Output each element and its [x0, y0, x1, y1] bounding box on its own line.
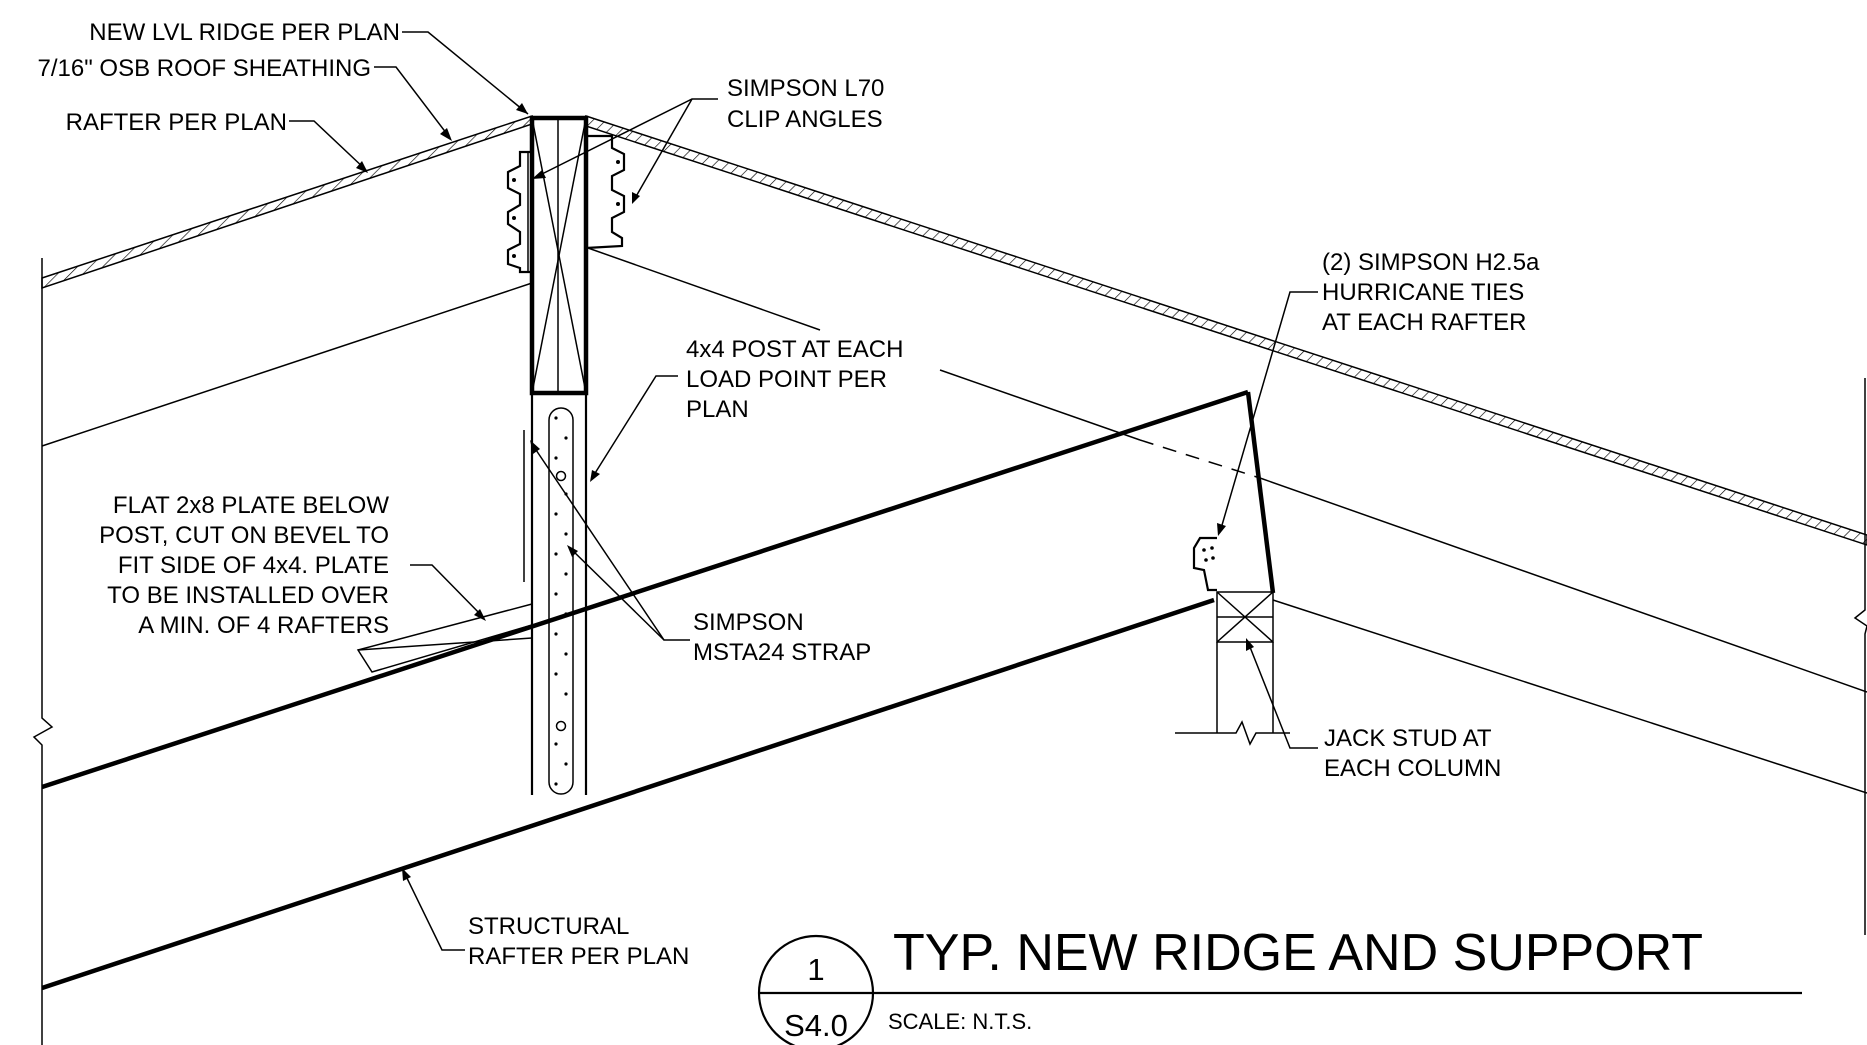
label-ridge: NEW LVL RIDGE PER PLAN: [89, 19, 400, 46]
label-jack-2: EACH COLUMN: [1324, 755, 1501, 782]
label-post-2: LOAD POINT PER: [686, 366, 887, 393]
l70-clip-angle-left: [506, 150, 532, 274]
h25a-hurricane-tie: [1192, 536, 1217, 592]
label-post-1: 4x4 POST AT EACH: [686, 336, 903, 363]
label-strap-1: SIMPSON: [693, 609, 804, 636]
label-plate-3: FIT SIDE OF 4x4. PLATE: [118, 552, 389, 579]
leader-sheathing: [374, 66, 452, 141]
detail-number: 1: [807, 952, 824, 987]
label-sheathing: 7/16" OSB ROOF SHEATHING: [38, 55, 371, 82]
post-4x4: [523, 393, 588, 795]
left-roof-sheathing: [41, 114, 533, 290]
label-struct-2: RAFTER PER PLAN: [468, 943, 689, 970]
label-plate-2: POST, CUT ON BEVEL TO: [99, 522, 389, 549]
right-break-line: [1853, 378, 1867, 935]
detail-title-block: 1 S4.0 TYP. NEW RIDGE AND SUPPORT SCALE:…: [757, 924, 1802, 1045]
right-upper-rafter: [587, 247, 1867, 693]
leader-hurricane-ties: [1217, 291, 1318, 536]
leader-post: [590, 375, 678, 482]
label-post-3: PLAN: [686, 396, 749, 423]
leader-clip-angles: [532, 98, 718, 204]
leader-rafter: [289, 120, 368, 173]
label-tie-1: (2) SIMPSON H2.5a: [1322, 249, 1540, 276]
label-tie-3: AT EACH RAFTER: [1322, 309, 1526, 336]
label-plate-5: A MIN. OF 4 RAFTERS: [138, 612, 389, 639]
scale-note: SCALE: N.T.S.: [888, 1009, 1032, 1034]
lvl-ridge-beam: [529, 115, 589, 396]
label-struct-1: STRUCTURAL: [468, 913, 629, 940]
structural-rafter: [41, 389, 1276, 991]
leader-ridge: [402, 31, 529, 115]
jack-stud: [1175, 591, 1290, 746]
l70-clip-angle-right: [585, 134, 626, 250]
callout-texts: NEW LVL RIDGE PER PLAN 7/16" OSB ROOF SH…: [38, 19, 1541, 970]
label-plate-1: FLAT 2x8 PLATE BELOW: [113, 492, 389, 519]
label-clip-1: SIMPSON L70: [727, 75, 884, 102]
right-roof-sheathing: [585, 114, 1867, 546]
label-jack-1: JACK STUD AT: [1324, 725, 1492, 752]
label-clip-2: CLIP ANGLES: [727, 106, 883, 133]
leader-jack-stud: [1246, 638, 1318, 749]
leader-strap: [530, 440, 690, 641]
label-rafter: RAFTER PER PLAN: [66, 109, 287, 136]
label-strap-2: MSTA24 STRAP: [693, 639, 871, 666]
detail-title: TYP. NEW RIDGE AND SUPPORT: [893, 924, 1703, 982]
left-break-line: [32, 258, 54, 1045]
left-upper-rafter: [41, 282, 533, 447]
label-plate-4: TO BE INSTALLED OVER: [107, 582, 389, 609]
msta24-strap: [548, 407, 574, 795]
leader-structural-rafter: [402, 868, 465, 951]
sheet-number: S4.0: [784, 1008, 848, 1043]
lower-right-rafter-line: [1272, 599, 1867, 794]
leader-plate: [410, 564, 486, 621]
label-tie-2: HURRICANE TIES: [1322, 279, 1524, 306]
